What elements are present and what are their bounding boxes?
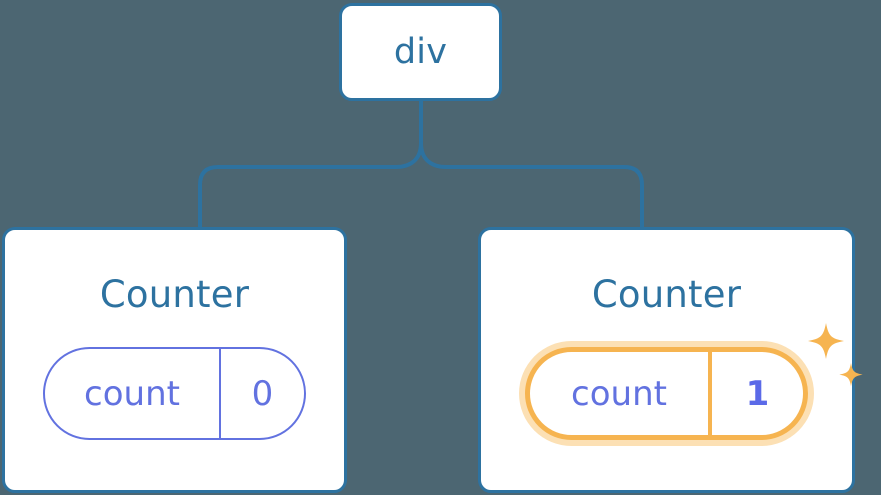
state-value-label: 0 (251, 373, 274, 414)
state-key-label: count (530, 352, 712, 435)
sparkle-large-icon (808, 323, 844, 359)
counter-right-state-wrap: count 1 (525, 323, 863, 440)
node-counter-right[interactable]: Counter count 1 (478, 227, 863, 493)
state-pill-count-1[interactable]: count 1 (525, 347, 808, 440)
node-div[interactable]: div (339, 3, 502, 101)
state-value-label: 1 (745, 373, 770, 414)
state-pill-count-0[interactable]: count 0 (43, 347, 306, 440)
counter-right-title: Counter (591, 273, 742, 316)
node-div-label: div (393, 31, 448, 72)
connector-right-branch (419, 141, 644, 229)
counter-left-title: Counter (99, 273, 250, 316)
state-key-label: count (45, 349, 221, 438)
counter-left-state-wrap: count 0 (43, 347, 306, 440)
node-counter-left[interactable]: Counter count 0 (2, 227, 347, 493)
connector-left-branch (198, 99, 423, 229)
